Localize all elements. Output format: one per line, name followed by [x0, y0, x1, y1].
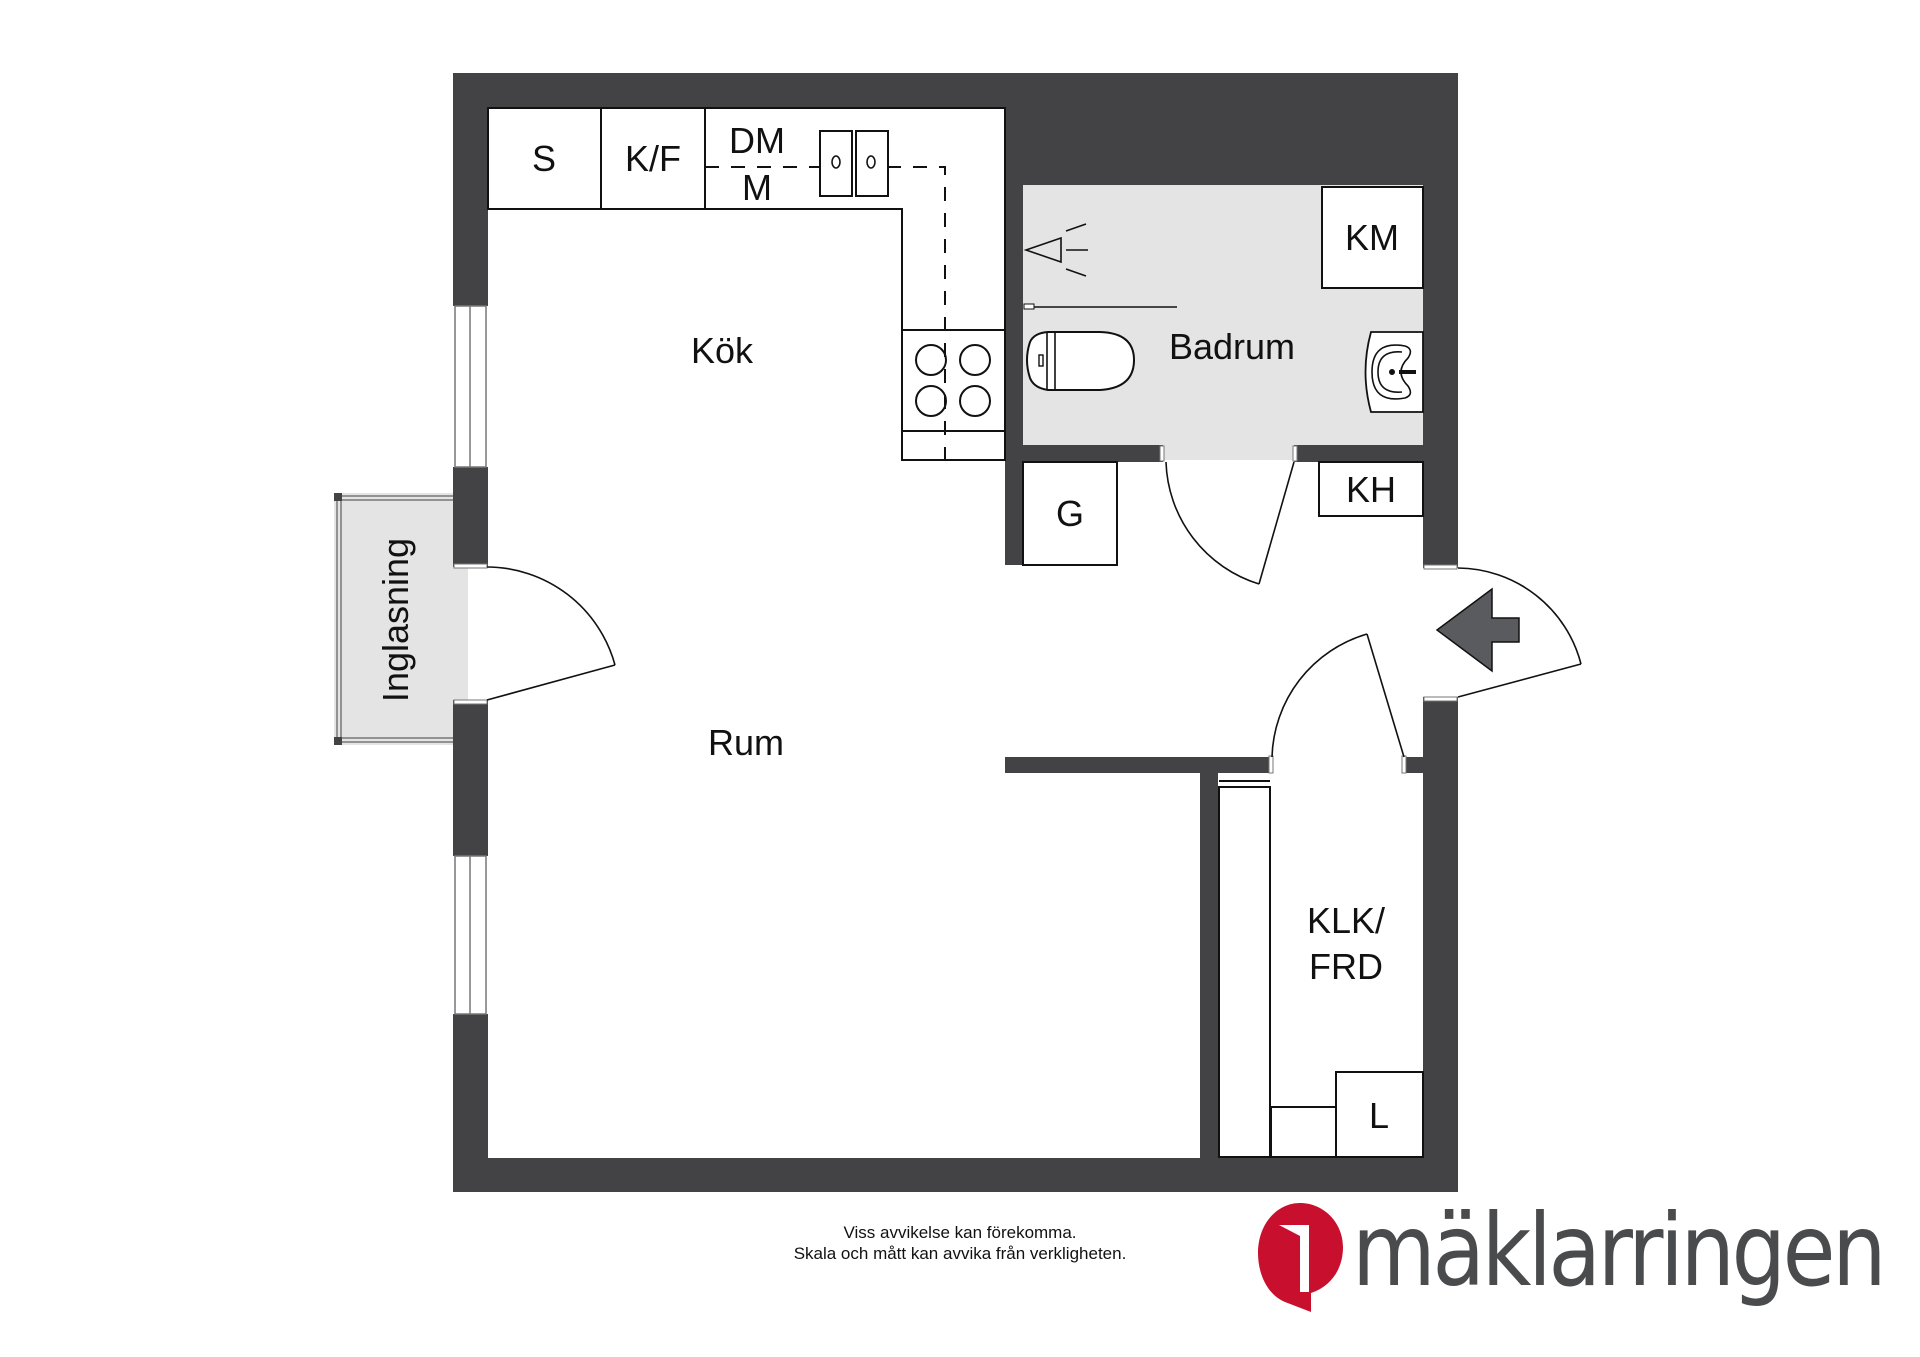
wardrobe: [1218, 786, 1271, 1158]
label-m: M: [742, 167, 772, 208]
disclaimer: Viss avvikelse kan förekomma. Skala och …: [700, 1222, 1220, 1264]
label-glazed-balcony: Inglasning: [375, 538, 416, 702]
disclaimer-line1: Viss avvikelse kan förekomma.: [843, 1223, 1077, 1242]
outer-walls: [453, 73, 1458, 1192]
g-box: [1022, 461, 1118, 566]
entrance-arrow-icon: [1435, 587, 1520, 673]
inner-walls: [1005, 185, 1423, 1158]
room-labels: Kök Rum Badrum Inglasning KLK/ FRD S K/F…: [375, 120, 1399, 1136]
balcony-glazing: [334, 493, 453, 745]
label-dm: DM: [729, 120, 785, 161]
bathroom-fixtures: [1023, 186, 1424, 413]
label-living-room: Rum: [708, 722, 784, 763]
shelf-box: [1270, 1106, 1337, 1158]
label-closet-line2: FRD: [1309, 946, 1383, 987]
label-kf: K/F: [625, 138, 681, 179]
label-km: KM: [1345, 217, 1399, 258]
disclaimer-line2: Skala och mått kan avvika från verklighe…: [793, 1244, 1127, 1263]
label-bathroom: Badrum: [1169, 326, 1295, 367]
l-box: [1335, 1071, 1424, 1158]
kitchen-counter: [487, 107, 1006, 461]
balcony-floor: [334, 493, 468, 745]
washbasin-icon: [1364, 331, 1424, 413]
balcony-door[interactable]: [453, 563, 616, 705]
label-kitchen: Kök: [691, 330, 754, 371]
label-s: S: [532, 138, 556, 179]
toilet-icon: [1026, 331, 1136, 391]
brand-logo-icon: [1258, 1203, 1343, 1312]
window-lower: [454, 855, 487, 1015]
kh-box: [1318, 461, 1424, 517]
entrance-door[interactable]: [1423, 564, 1582, 702]
bathroom-door[interactable]: [1159, 445, 1298, 585]
sink-bowl-left: [819, 130, 853, 197]
stove-icon: [915, 344, 991, 417]
label-l: L: [1369, 1095, 1389, 1136]
window-upper: [454, 305, 487, 468]
sink-bowl-right: [855, 130, 889, 197]
km-box: [1321, 186, 1424, 289]
shower-icon: [1023, 223, 1088, 277]
closet-door[interactable]: [1268, 633, 1407, 774]
label-closet-line1: KLK/: [1307, 900, 1385, 941]
brand-name: mäklarringen: [1352, 1192, 1887, 1309]
label-g: G: [1056, 493, 1084, 534]
label-kh: KH: [1346, 469, 1396, 510]
closet-fixtures: [1218, 780, 1424, 1158]
